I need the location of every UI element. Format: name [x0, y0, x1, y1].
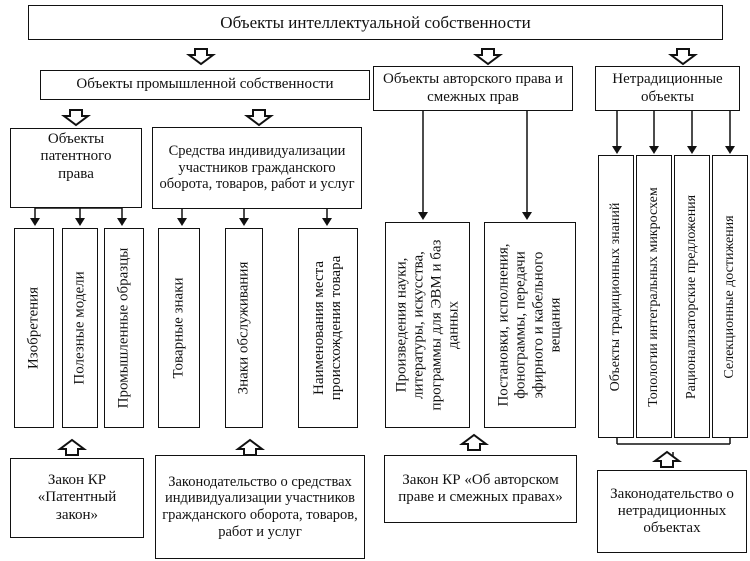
hollow-arrow-up [655, 452, 679, 467]
root-title: Объекты интеллектуальной собственности [220, 13, 530, 33]
law-patent: Закон КР «Патентный закон» [10, 458, 144, 538]
leaf-trademarks-label: Товарные знаки [170, 277, 187, 378]
hollow-arrow-down [189, 49, 213, 64]
leaf-performances: Постановки, исполнения, фонограммы, пере… [484, 222, 576, 428]
leaf-inventions: Изобретения [14, 228, 54, 428]
leaf-origin-names: Наименования места происхождения товара [298, 228, 358, 428]
nontraditional-node: Нетрадиционные объекты [595, 66, 740, 111]
arrow-head [612, 146, 622, 154]
hollow-arrow-down [476, 49, 500, 64]
industrial-property-label: Объекты промышленной собственности [76, 76, 333, 93]
leaf-performances-label: Постановки, исполнения, фонограммы, пере… [496, 227, 565, 423]
root-node: Объекты интеллектуальной собственности [28, 5, 723, 40]
leaf-selection: Селекционные достижения [712, 155, 748, 438]
arrow-head [649, 146, 659, 154]
leaf-microchip-topology-label: Топологии интегральных микросхем [646, 187, 662, 406]
arrow-head [30, 218, 40, 226]
law-individualization: Законодательство о средствах индивидуали… [155, 455, 365, 559]
hollow-arrow-down [247, 110, 271, 125]
law-copyright-label: Закон КР «Об авторском праве и смежных п… [389, 472, 572, 507]
leaf-industrial-designs-label: Промышленные образцы [115, 248, 132, 409]
leaf-industrial-designs: Промышленные образцы [104, 228, 144, 428]
hollow-arrow-down [671, 49, 695, 64]
industrial-property-node: Объекты промышленной собственности [40, 70, 370, 100]
hollow-arrow-up [238, 440, 262, 455]
arrow-head [117, 218, 127, 226]
law-nontraditional: Законодательство о нетрадиционных объект… [597, 470, 747, 553]
leaf-microchip-topology: Топологии интегральных микросхем [636, 155, 672, 438]
copyright-node: Объекты авторского права и смежных прав [373, 66, 573, 111]
hollow-arrow-down [64, 110, 88, 125]
leaf-service-marks-label: Знаки обслуживания [235, 262, 252, 395]
hollow-arrow-up [60, 440, 84, 455]
leaf-works-label: Произведения науки, литературы, искусств… [393, 227, 462, 423]
hollow-arrow-up [462, 435, 486, 450]
arrow-head [418, 212, 428, 220]
leaf-trademarks: Товарные знаки [158, 228, 200, 428]
patent-label: Объекты патентного права [25, 131, 127, 183]
leaf-traditional-knowledge-label: Объекты традиционных знаний [608, 202, 624, 391]
individualization-node: Средства индивидуализации участников гра… [152, 127, 362, 209]
arrow-head [522, 212, 532, 220]
arrow-head [75, 218, 85, 226]
law-nontraditional-label: Законодательство о нетрадиционных объект… [602, 486, 742, 538]
arrow-head [322, 218, 332, 226]
copyright-label: Объекты авторского права и смежных прав [374, 71, 572, 106]
leaf-utility-models-label: Полезные модели [71, 271, 88, 384]
leaf-works: Произведения науки, литературы, искусств… [385, 222, 470, 428]
leaf-origin-names-label: Наименования места происхождения товара [311, 233, 346, 423]
arrow-head [725, 146, 735, 154]
leaf-service-marks: Знаки обслуживания [225, 228, 263, 428]
leaf-inventions-label: Изобретения [25, 287, 42, 369]
patent-node: Объекты патентного права [10, 128, 142, 208]
leaf-selection-label: Селекционные достижения [722, 215, 738, 378]
law-individualization-label: Законодательство о средствах индивидуали… [160, 474, 360, 541]
leaf-rationalization-label: Рационализаторские предложения [684, 194, 700, 398]
law-copyright: Закон КР «Об авторском праве и смежных п… [384, 455, 577, 523]
arrow-head [239, 218, 249, 226]
individualization-label: Средства индивидуализации участников гра… [157, 143, 357, 193]
leaf-traditional-knowledge: Объекты традиционных знаний [598, 155, 634, 438]
leaf-rationalization: Рационализаторские предложения [674, 155, 710, 438]
law-patent-label: Закон КР «Патентный закон» [27, 472, 127, 524]
arrow-head [687, 146, 697, 154]
leaf-utility-models: Полезные модели [62, 228, 98, 428]
arrow-head [177, 218, 187, 226]
nontraditional-label: Нетрадиционные объекты [596, 71, 739, 106]
